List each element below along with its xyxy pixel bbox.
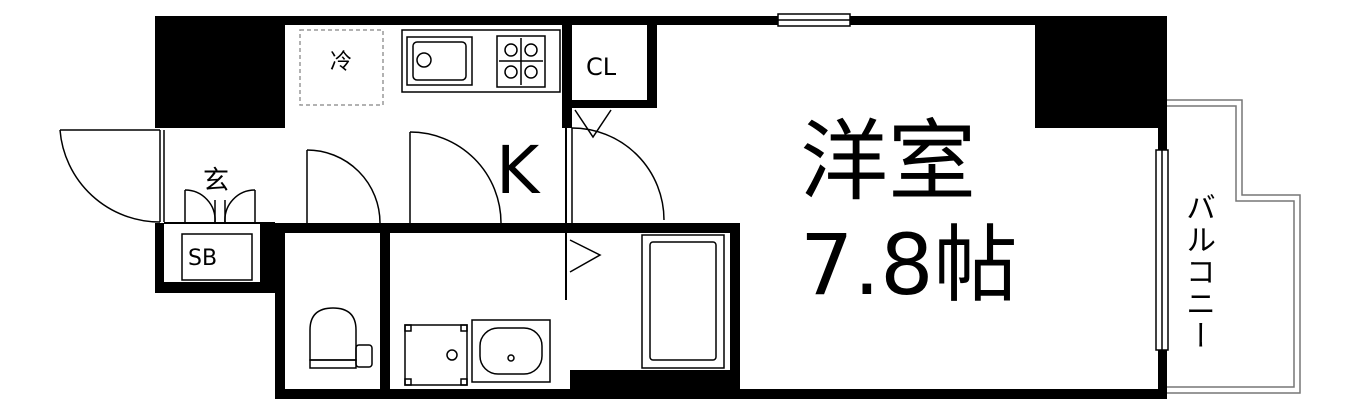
balcony-label: バルコニー bbox=[1180, 192, 1215, 352]
wall-toilet-left bbox=[275, 223, 285, 399]
shoe-box-label: SB bbox=[188, 246, 218, 271]
kitchen-counter bbox=[401, 29, 561, 93]
kitchen-label: K bbox=[496, 132, 540, 209]
refrigerator-space bbox=[299, 29, 384, 106]
toilet-icon bbox=[309, 307, 373, 369]
balcony bbox=[1167, 99, 1301, 394]
walls bbox=[155, 16, 1167, 399]
bathtub-icon bbox=[641, 234, 725, 369]
pillar-top-left bbox=[155, 16, 285, 128]
wall-left-lower bbox=[155, 223, 164, 293]
closet-bottom bbox=[572, 100, 657, 108]
wall-horizontal-mid bbox=[275, 223, 740, 233]
wall-toilet-right bbox=[380, 223, 390, 399]
room-type-label: 洋室 bbox=[800, 110, 977, 213]
room-size-label: 7.8帖 bbox=[800, 216, 1018, 314]
thin-partitions bbox=[164, 128, 567, 300]
wall-bath-bottom bbox=[570, 370, 740, 399]
refrigerator-label: 冷 bbox=[330, 50, 353, 75]
wall-bath-right bbox=[730, 223, 740, 399]
stove-icon bbox=[496, 35, 546, 88]
interior-doors bbox=[306, 109, 665, 273]
entrance-label: 玄 bbox=[203, 166, 230, 196]
washing-machine-icon bbox=[404, 324, 468, 386]
wall-kitchen-right bbox=[562, 16, 572, 128]
wash-basin-icon bbox=[471, 319, 551, 383]
entrance-door bbox=[59, 129, 165, 223]
wall-closet-right bbox=[647, 16, 657, 108]
closet-label: CL bbox=[586, 53, 617, 81]
pillar-top-right bbox=[1035, 16, 1167, 128]
shoe-box-doors bbox=[181, 189, 256, 281]
top-window bbox=[777, 13, 851, 27]
sink-icon bbox=[406, 36, 473, 86]
balcony-window bbox=[1155, 149, 1169, 351]
sb-wall-bottom bbox=[155, 282, 275, 293]
sb-wall-right bbox=[260, 223, 275, 293]
wall-top bbox=[155, 16, 1167, 25]
washroom-fixtures bbox=[404, 319, 551, 386]
